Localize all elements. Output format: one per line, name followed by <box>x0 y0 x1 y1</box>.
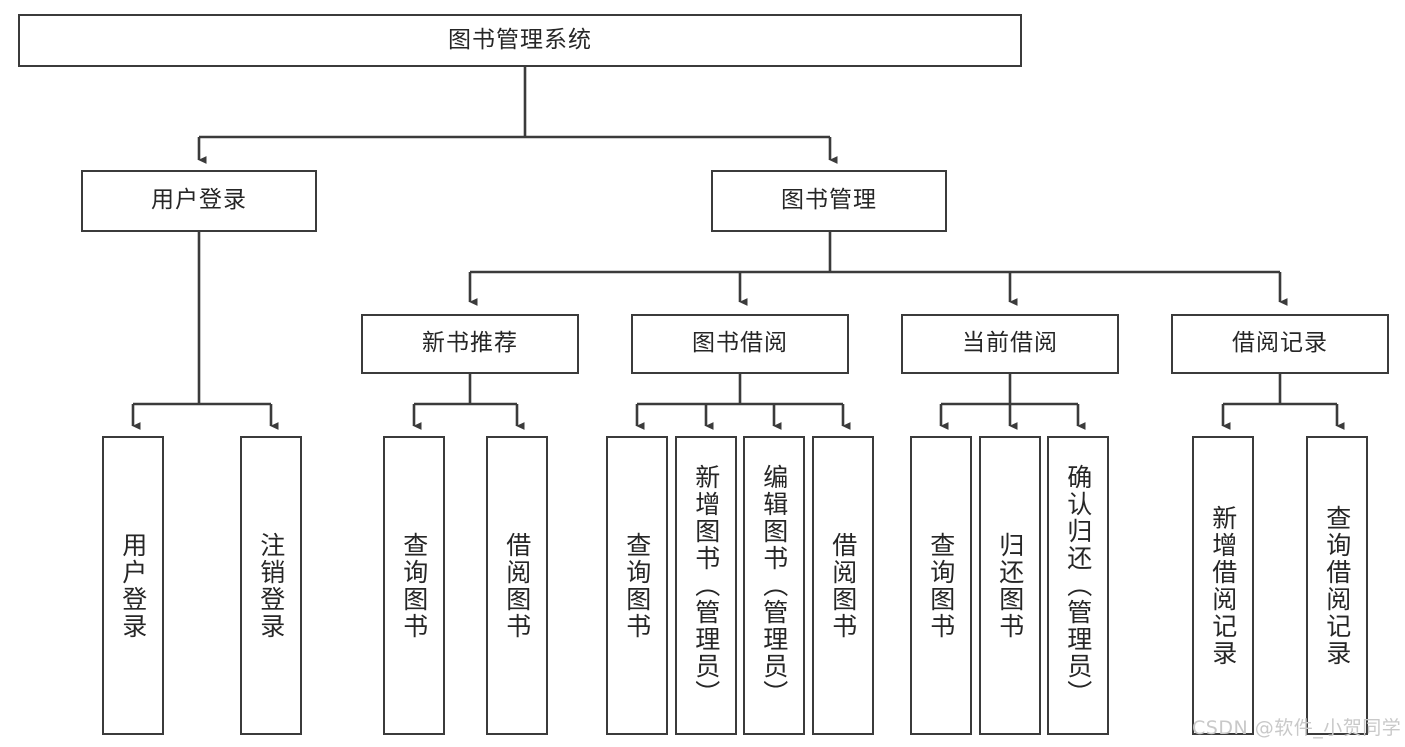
node-current-borrow[interactable]: 当前借阅 <box>901 314 1119 374</box>
node-label: 查询图书 <box>399 531 429 640</box>
leaf-confirm-return-admin[interactable]: 确认归还（管理员） <box>1047 436 1109 735</box>
node-label: 新增借阅记录 <box>1208 504 1238 667</box>
node-label: 新书推荐 <box>422 330 518 357</box>
node-label: 用户登录 <box>151 187 247 214</box>
node-root-system[interactable]: 图书管理系统 <box>18 14 1022 67</box>
leaf-return-book[interactable]: 归还图书 <box>979 436 1041 735</box>
leaf-query-borrow-record[interactable]: 查询借阅记录 <box>1306 436 1368 735</box>
node-label: 查询借阅记录 <box>1322 504 1352 667</box>
leaf-user-login[interactable]: 用户登录 <box>102 436 164 735</box>
node-label: 借阅图书 <box>502 531 532 640</box>
node-label: 归还图书 <box>995 531 1025 640</box>
node-book-borrow[interactable]: 图书借阅 <box>631 314 849 374</box>
node-new-book-recommend[interactable]: 新书推荐 <box>361 314 579 374</box>
node-label: 图书管理 <box>781 187 877 214</box>
leaf-add-borrow-record[interactable]: 新增借阅记录 <box>1192 436 1254 735</box>
node-label: 查询图书 <box>622 531 652 640</box>
node-label: 新增图书（管理员） <box>691 464 721 707</box>
node-label: 借阅记录 <box>1232 330 1328 357</box>
node-label: 用户登录 <box>118 531 148 640</box>
node-label: 注销登录 <box>256 531 286 640</box>
leaf-query-book-current[interactable]: 查询图书 <box>910 436 972 735</box>
leaf-query-book-borrow[interactable]: 查询图书 <box>606 436 668 735</box>
node-label: 查询图书 <box>926 531 956 640</box>
leaf-borrow-book[interactable]: 借阅图书 <box>812 436 874 735</box>
node-label: 当前借阅 <box>962 330 1058 357</box>
node-book-management[interactable]: 图书管理 <box>711 170 947 232</box>
node-label: 借阅图书 <box>828 531 858 640</box>
node-user-login[interactable]: 用户登录 <box>81 170 317 232</box>
leaf-add-book-admin[interactable]: 新增图书（管理员） <box>675 436 737 735</box>
node-label: 编辑图书（管理员） <box>759 464 789 707</box>
node-label: 图书管理系统 <box>448 26 592 53</box>
csdn-watermark: CSDN @软件_小贺同学 <box>1192 717 1402 739</box>
leaf-query-book-recommend[interactable]: 查询图书 <box>383 436 445 735</box>
node-borrow-record[interactable]: 借阅记录 <box>1171 314 1389 374</box>
leaf-borrow-book-recommend[interactable]: 借阅图书 <box>486 436 548 735</box>
node-label: 图书借阅 <box>692 330 788 357</box>
node-label: 确认归还（管理员） <box>1063 464 1093 707</box>
leaf-user-logout[interactable]: 注销登录 <box>240 436 302 735</box>
leaf-edit-book-admin[interactable]: 编辑图书（管理员） <box>743 436 805 735</box>
